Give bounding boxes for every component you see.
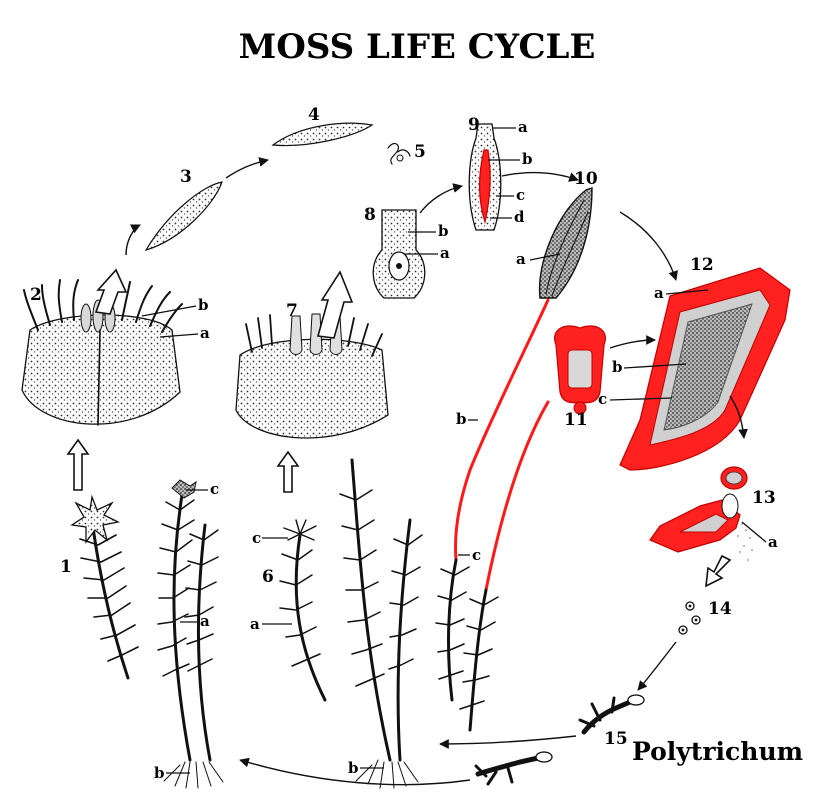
label-s9-b: b	[522, 150, 533, 168]
species-caption: Polytrichum	[632, 737, 803, 766]
label-s2-a: a	[200, 324, 210, 342]
stage-number-10: 10	[574, 169, 598, 189]
stage-number-15: 15	[604, 729, 628, 749]
label-s12-c: c	[598, 390, 607, 408]
arrow-6-to-7	[276, 450, 300, 493]
stage-4-spore-cell	[271, 122, 374, 147]
arrow-14-to-15	[637, 641, 677, 691]
label-s6-b: b	[348, 759, 359, 777]
sporophyte-bearing-shoots	[435, 558, 499, 732]
stage-number-9: 9	[468, 115, 480, 135]
part-letters: c a b b a c a b b a a b c d a b c a b c …	[154, 118, 778, 782]
archegonial-head-section	[235, 313, 389, 439]
calyptra-capsule	[529, 187, 593, 299]
label-s6-a: a	[250, 615, 260, 633]
label-s1-a: a	[200, 612, 210, 630]
label-s10-b: b	[456, 410, 467, 428]
young-sporophyte-in-archegonium	[468, 123, 520, 231]
hollow-arrows	[66, 268, 732, 588]
label-s12-b: b	[612, 358, 623, 376]
label-s2-b: b	[198, 296, 209, 314]
cycle-arrows	[125, 157, 748, 786]
seta-long	[454, 298, 550, 562]
diagram-title: MOSS LIFE CYCLE	[239, 27, 596, 67]
arrow-10-to-12	[619, 211, 678, 281]
arrow-3-to-4	[225, 157, 269, 179]
stage-3-spore-cell	[144, 181, 223, 252]
spores	[678, 601, 701, 635]
label-s10-a: a	[516, 250, 526, 268]
arrow-8-to-9	[419, 183, 463, 214]
label-s1-c: c	[210, 480, 219, 498]
stage-number-13: 13	[752, 488, 776, 508]
arrow-15-to-6	[439, 735, 577, 749]
stage-number-8: 8	[364, 205, 376, 225]
label-s13-a: a	[768, 533, 778, 551]
label-s9-c: c	[516, 186, 525, 204]
arrow-15-to-1	[239, 757, 471, 786]
stage-number-2: 2	[30, 285, 42, 305]
label-s9-d: d	[514, 208, 525, 226]
stage-number-6: 6	[262, 567, 274, 587]
stage-number-7: 7	[286, 301, 298, 321]
label-s8-a: a	[440, 244, 450, 262]
seta-short	[484, 400, 550, 592]
arrow-11-to-12	[609, 335, 656, 349]
protonema	[474, 694, 645, 786]
stage-number-4: 4	[308, 105, 320, 125]
stage-number-5: 5	[414, 142, 426, 162]
label-s1-b: b	[154, 764, 165, 782]
stage-number-12: 12	[690, 255, 714, 275]
label-s8-b: b	[438, 222, 449, 240]
arrow-2-to-3	[125, 224, 141, 256]
arrow-2-up	[94, 268, 128, 315]
stage-5-antherozoid	[387, 142, 411, 165]
stage-number-11: 11	[564, 410, 588, 430]
label-s9-a: a	[518, 118, 528, 136]
label-s10-c: c	[472, 546, 481, 564]
mature-capsule	[554, 325, 606, 415]
arrow-7-up	[316, 270, 354, 339]
female-gametophyte-plant	[157, 479, 224, 789]
arrow-12-to-13	[729, 395, 748, 439]
label-s12-a: a	[654, 284, 664, 302]
stage-number-1: 1	[60, 557, 72, 577]
stage-number-14: 14	[708, 599, 732, 619]
stage-number-3: 3	[180, 167, 192, 187]
arrow-9-to-10	[501, 171, 579, 182]
male-gametophyte-shoot	[70, 494, 139, 680]
label-s6-c: c	[252, 529, 261, 547]
female-plant-cluster	[279, 458, 423, 789]
stage-numbers: 1 2 3 4 5 6 7 8 9 10 11 12 13 14 15	[30, 105, 776, 749]
capsule-section	[609, 267, 791, 471]
dehiscing-capsule	[649, 466, 767, 561]
antheridial-head-section	[21, 279, 199, 426]
archegonium	[372, 209, 438, 299]
arrow-13-to-14	[705, 554, 732, 588]
arrow-1-to-2	[66, 438, 90, 491]
